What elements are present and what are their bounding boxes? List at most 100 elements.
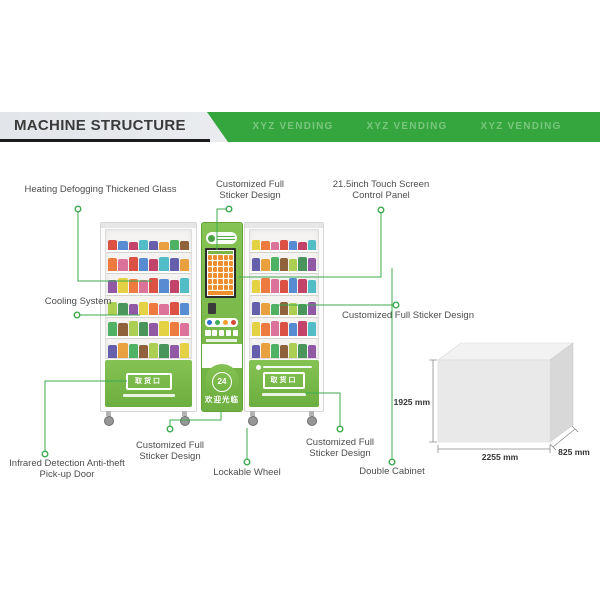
- product-item: [252, 239, 261, 250]
- product-item: [252, 322, 261, 337]
- shelf-row: [250, 338, 318, 359]
- product-item: [279, 239, 289, 250]
- pickup-door-label: 取货口: [125, 373, 172, 390]
- product-item: [138, 345, 148, 359]
- product-item: [169, 280, 179, 294]
- brand-logo-icon: [206, 232, 237, 244]
- dimension-height-label: 1925 mm: [393, 397, 430, 407]
- callout-line-lockable: [243, 428, 251, 466]
- product-item: [279, 301, 289, 315]
- product-item: [159, 321, 169, 337]
- product-item: [270, 303, 279, 315]
- product-item: [270, 279, 279, 294]
- product-item: [307, 239, 316, 250]
- product-item: [159, 279, 169, 294]
- product-item: [118, 343, 128, 359]
- product-item: [128, 344, 138, 359]
- dimension-depth-label: 825 mm: [558, 447, 590, 457]
- shelf-row: [106, 295, 191, 317]
- keypad-keys: [205, 330, 238, 336]
- callout-line-double-cabinet: [388, 268, 396, 466]
- product-item: [298, 303, 307, 315]
- product-item: [138, 280, 148, 294]
- product-item: [159, 303, 169, 315]
- product-item: [138, 258, 148, 272]
- fine-print-text: [206, 339, 237, 342]
- product-item: [307, 301, 316, 315]
- product-item: [169, 301, 179, 315]
- product-item: [289, 240, 298, 250]
- product-item: [108, 239, 118, 250]
- info-circle-icon: [256, 364, 261, 370]
- product-item: [298, 257, 307, 272]
- product-item: [128, 257, 138, 272]
- product-item: [118, 278, 128, 294]
- product-item: [169, 345, 179, 359]
- product-item: [298, 321, 307, 337]
- label-heating: Heating Defogging Thickened Glass: [24, 184, 177, 195]
- product-item: [118, 259, 128, 272]
- fine-print-text: [263, 365, 312, 369]
- label-lockable: Lockable Wheel: [213, 467, 281, 478]
- dimension-box: [437, 342, 574, 443]
- product-item: [307, 322, 316, 337]
- screen-product-grid: [208, 255, 233, 290]
- shelf-row: [250, 317, 318, 339]
- ribbon-label: XYZ VENDING: [252, 121, 334, 132]
- shelf-row: [106, 252, 191, 274]
- label-cooling: Cooling System: [44, 296, 112, 307]
- product-item: [298, 344, 307, 359]
- product-item: [279, 345, 289, 359]
- label-sticker-bottom-center: Customized Full Sticker Design: [135, 440, 205, 462]
- product-item: [289, 323, 298, 337]
- product-item: [169, 258, 179, 272]
- label-infrared: Infrared Detection Anti-theft Pick-up Do…: [9, 458, 125, 480]
- product-item: [149, 323, 159, 337]
- cabinet-top-edge: [101, 223, 196, 228]
- product-item: [252, 280, 261, 294]
- product-item: [279, 322, 289, 337]
- welcome-text: 欢迎光临: [205, 395, 239, 404]
- product-item: [252, 301, 261, 315]
- product-item: [307, 258, 316, 272]
- product-item: [108, 301, 118, 315]
- product-item: [261, 323, 270, 337]
- product-item: [270, 344, 279, 359]
- glass-door: [105, 229, 192, 359]
- payment-icon: [214, 320, 220, 325]
- product-item: [108, 280, 118, 294]
- product-item: [179, 343, 189, 359]
- product-item: [118, 323, 128, 337]
- label-sticker-bottom-right: Customized Full Sticker Design: [305, 437, 375, 459]
- instruction-line: [256, 364, 312, 370]
- product-item: [149, 259, 159, 272]
- product-item: [270, 321, 279, 337]
- vending-cabinet-left: 取货口: [100, 222, 197, 426]
- product-item: [149, 278, 159, 294]
- shelf-row: [106, 317, 191, 339]
- product-item: [108, 258, 118, 272]
- product-item: [149, 343, 159, 359]
- shelf-row: [106, 273, 191, 296]
- product-item: [169, 239, 179, 250]
- product-item: [179, 240, 189, 250]
- product-item: [270, 257, 279, 272]
- product-item: [108, 345, 118, 359]
- payment-icon: [231, 320, 237, 325]
- product-item: [289, 278, 298, 294]
- product-item: [279, 258, 289, 272]
- label-touchscreen: 21.5inch Touch Screen Control Panel: [332, 179, 430, 201]
- ribbon-label: XYZ VENDING: [480, 121, 562, 132]
- product-item: [118, 302, 128, 315]
- label-double-cabinet: Double Cabinet: [359, 466, 425, 477]
- product-item: [261, 302, 270, 315]
- product-item: [261, 343, 270, 359]
- label-sticker-top: Customized Full Sticker Design: [215, 179, 285, 201]
- product-item: [149, 240, 159, 250]
- product-item: [108, 322, 118, 337]
- brand-ribbon: XYZ VENDING XYZ VENDING XYZ VENDING: [207, 112, 600, 142]
- product-item: [279, 280, 289, 294]
- product-item: [159, 257, 169, 272]
- dimension-width-label: 2255 mm: [481, 452, 519, 462]
